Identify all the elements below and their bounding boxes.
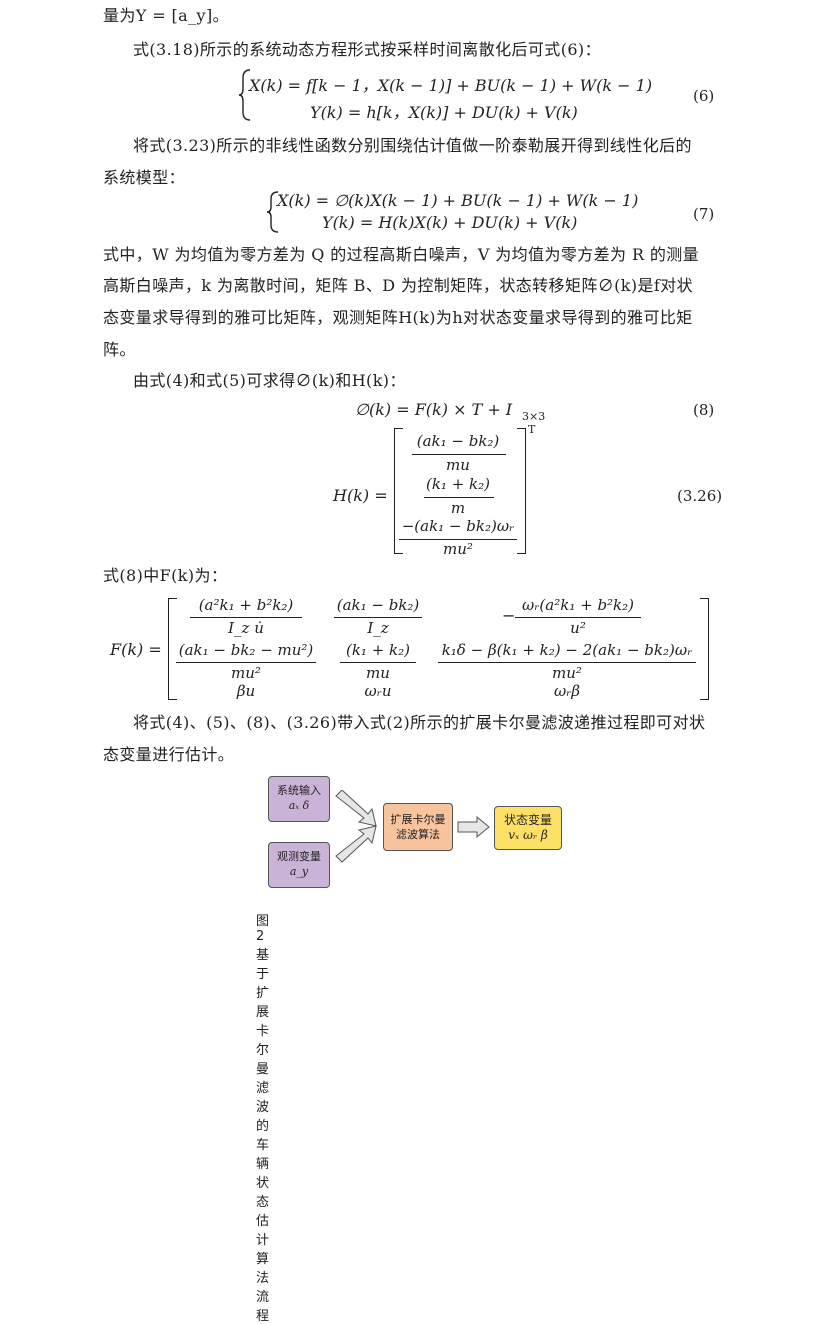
- box-input-title: 系统输入: [277, 784, 321, 797]
- box-ekf-line2: 滤波算法: [396, 828, 440, 841]
- eq6-line2: Y(k) = h[k，X(k)] + DU(k) + V(k): [310, 103, 578, 122]
- box-ekf-algorithm: 扩展卡尔曼 滤波算法: [383, 803, 453, 851]
- box-state-vars-list: vₓ ωᵣ β: [508, 828, 548, 842]
- fraction-bar: [438, 662, 696, 663]
- eq6-number: (6): [693, 87, 715, 105]
- fraction-bar: [340, 662, 416, 663]
- eqH-r1-num: (ak₁ − bk₂): [416, 432, 500, 450]
- fraction-bar: [399, 539, 517, 540]
- text-line-5: 式(8)中F(k)为：: [103, 566, 228, 585]
- F21-den: mu²: [231, 664, 261, 682]
- eqH-r2-num: (k₁ + k₂): [425, 475, 490, 493]
- text-line-6a: 将式(4)、(5)、(8)、(3.26)带入式(2)所示的扩展卡尔曼滤波递推过程…: [133, 713, 706, 732]
- eq7-number: (7): [693, 205, 715, 223]
- F32: ωᵣu: [364, 682, 392, 700]
- arrow-inputs-to-ekf: [335, 790, 377, 863]
- F12-den: I_z: [367, 619, 389, 637]
- figure-caption: 图 2 基于扩展卡尔曼滤波的车辆状态估计算法流程: [256, 914, 270, 1324]
- fraction-bar: [515, 617, 641, 618]
- F11-den: I_z u̇: [228, 619, 264, 637]
- eq8-number: (8): [693, 401, 715, 419]
- fraction-bar: [176, 662, 316, 663]
- F13-den: u²: [570, 619, 586, 637]
- left-brace: [238, 69, 251, 121]
- F22-den: mu: [366, 664, 390, 682]
- left-bracket: [168, 598, 177, 700]
- F23-den: mu²: [552, 664, 582, 682]
- text-line-2a: 将式(3.23)所示的非线性函数分别围绕估计值做一阶泰勒展开得到线性化后的: [133, 136, 692, 155]
- text-line-3c: 态变量求导得到的雅可比矩阵，观测矩阵H(k)为h对状态变量求导得到的雅可比矩: [103, 308, 693, 327]
- eq6-line1: X(k) = f[k − 1，X(k − 1)] + BU(k − 1) + W…: [249, 76, 653, 95]
- F31: βu: [236, 682, 256, 700]
- text-line-3d: 阵。: [103, 340, 136, 359]
- text-line-6b: 态变量进行估计。: [103, 745, 235, 764]
- box-state-vars: 状态变量 vₓ ωᵣ β: [494, 806, 562, 850]
- F13-sign: −: [502, 606, 516, 625]
- F13-num: ωᵣ(a²k₁ + b²k₂): [521, 596, 635, 614]
- eqF-lhs: F(k) =: [110, 640, 162, 659]
- box-obs-title: 观测变量: [277, 850, 321, 863]
- eqH-r3-num: −(ak₁ − bk₂)ωᵣ: [401, 517, 515, 535]
- right-bracket: [517, 428, 526, 554]
- F11-num: (a²k₁ + b²k₂): [198, 596, 294, 614]
- left-brace: [266, 191, 279, 233]
- eqH-r3-den: mu²: [443, 540, 473, 558]
- F33: ωᵣβ: [553, 682, 581, 700]
- F12-num: (ak₁ − bk₂): [336, 596, 420, 614]
- eqH-r1-den: mu: [446, 456, 470, 474]
- eq8-subscript: 3×3: [522, 410, 546, 423]
- box-ekf-line1: 扩展卡尔曼: [390, 813, 446, 826]
- text-line-1: 式(3.18)所示的系统动态方程形式按采样时间离散化后可式(6)：: [133, 40, 601, 59]
- fraction-bar: [424, 497, 494, 498]
- box-observed-vars: 观测变量 a_y: [268, 842, 330, 888]
- box-system-input: 系统输入 aₓ δ: [268, 776, 330, 822]
- right-bracket: [700, 598, 709, 700]
- text-line-2b: 系统模型：: [103, 168, 186, 187]
- F21-num: (ak₁ − bk₂ − mu²): [178, 641, 314, 659]
- left-bracket: [394, 428, 403, 554]
- eqH-lhs: H(k) =: [333, 486, 388, 505]
- eq7-line2: Y(k) = H(k)X(k) + DU(k) + V(k): [322, 213, 578, 232]
- eq8-body: ∅(k) = F(k) × T + I: [355, 400, 513, 419]
- fraction-bar: [334, 617, 422, 618]
- eq7-line1: X(k) = ∅(k)X(k − 1) + BU(k − 1) + W(k − …: [277, 191, 639, 210]
- eqH-transpose: T: [528, 423, 536, 436]
- box-obs-vars: a_y: [289, 865, 309, 878]
- text-line-3b: 高斯白噪声，k 为离散时间，矩阵 B、D 为控制矩阵，状态转移矩阵∅(k)是f对…: [103, 276, 694, 295]
- text-line-3a: 式中，W 为均值为零方差为 Q 的过程高斯白噪声，V 为均值为零方差为 R 的测…: [103, 245, 700, 264]
- box-input-vars: aₓ δ: [288, 799, 310, 812]
- arrow-right-icon: [457, 816, 490, 838]
- fraction-bar: [412, 454, 506, 455]
- F22-num: (k₁ + k₂): [345, 641, 410, 659]
- text-line-4: 由式(4)和式(5)可求得∅(k)和H(k)：: [133, 371, 406, 390]
- F23-num: k₁δ − β(k₁ + k₂) − 2(ak₁ − bk₂)ωᵣ: [441, 641, 693, 659]
- eqH-r2-den: m: [450, 499, 466, 517]
- box-state-title: 状态变量: [503, 813, 552, 827]
- eqH-number: (3.26): [677, 487, 723, 505]
- text-line-0: 量为Y = [a_y]。: [103, 6, 230, 25]
- fraction-bar: [190, 617, 302, 618]
